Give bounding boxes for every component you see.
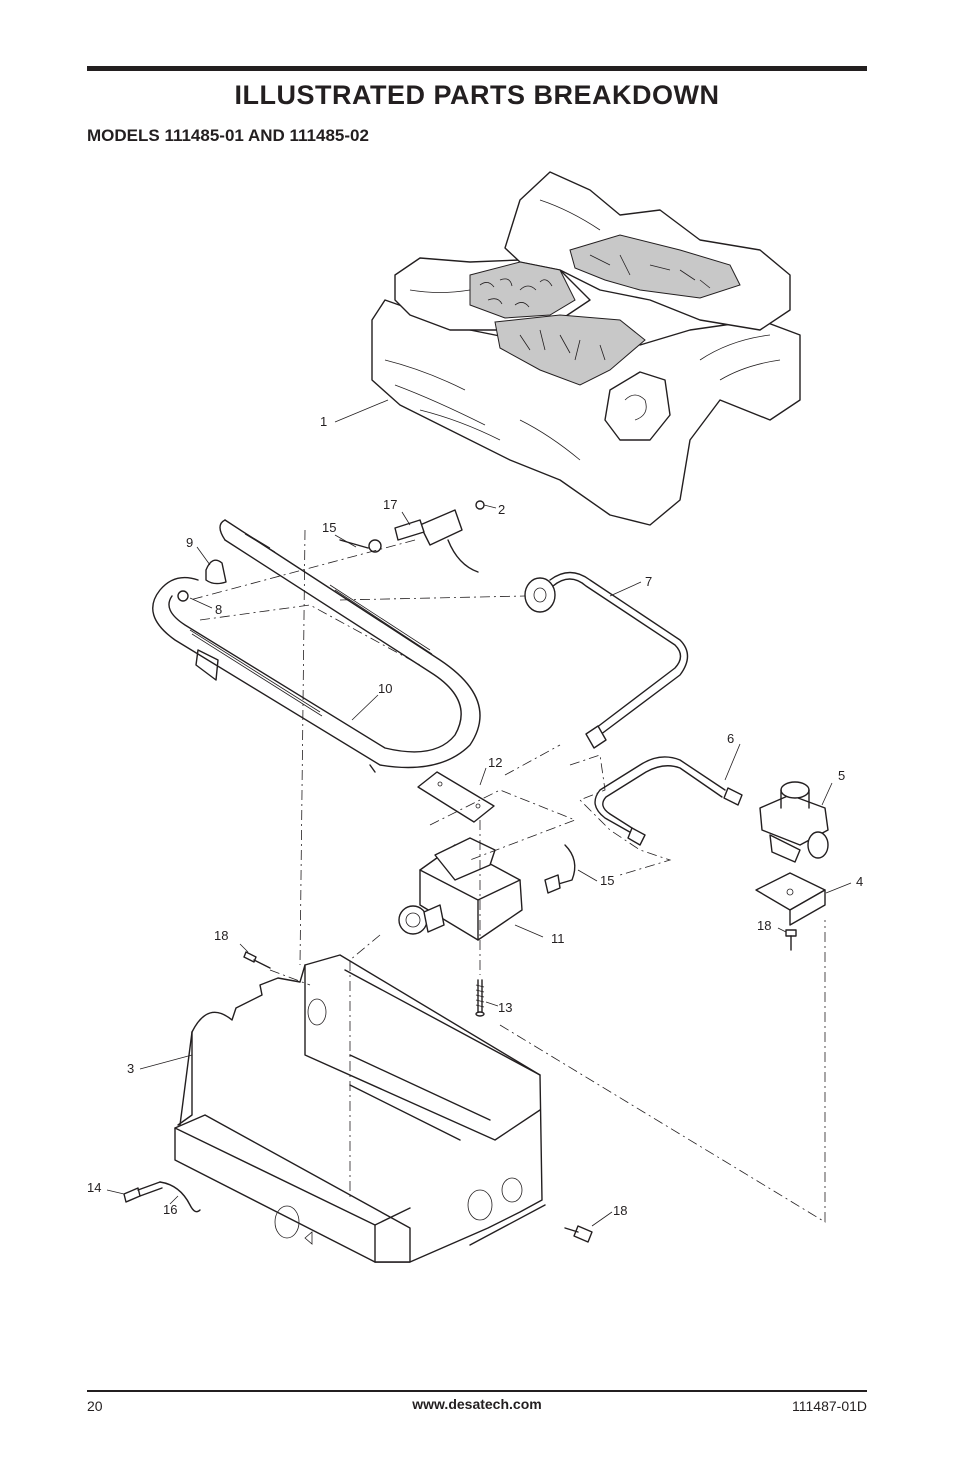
leader-lines <box>106 399 852 1227</box>
callout-4: 4 <box>856 874 863 889</box>
bottom-rule <box>87 1390 867 1392</box>
callout-7: 7 <box>645 574 652 589</box>
callout-2: 2 <box>498 502 505 517</box>
callout-18-right: 18 <box>757 918 771 933</box>
page-number: 20 <box>87 1398 103 1414</box>
document-number: 111487-01D <box>792 1398 867 1414</box>
pilot-tube-drawing <box>524 571 689 749</box>
log-set-drawing <box>371 171 801 526</box>
callout-5: 5 <box>838 768 845 783</box>
callout-15-mid: 15 <box>600 873 614 888</box>
callout-8: 8 <box>215 602 222 617</box>
top-rule <box>87 66 867 71</box>
supply-tube-drawing <box>594 756 743 846</box>
callout-3: 3 <box>127 1061 134 1076</box>
models-heading: MODELS 111485-01 AND 111485-02 <box>87 126 369 145</box>
callout-16: 16 <box>163 1202 177 1217</box>
callout-15-top: 15 <box>322 520 336 535</box>
regulator-drawing <box>759 781 829 863</box>
page-title: ILLUSTRATED PARTS BREAKDOWN <box>234 80 720 110</box>
pilot-assembly-drawing <box>339 500 485 573</box>
gas-valve-drawing <box>398 837 576 941</box>
website-link[interactable]: www.desatech.com <box>412 1396 542 1412</box>
bracket-drawing <box>755 872 826 926</box>
callout-18-bottom: 18 <box>613 1203 627 1218</box>
callout-12: 12 <box>488 755 502 770</box>
callout-11: 11 <box>551 931 565 946</box>
assembly-lines <box>189 529 826 1223</box>
callout-14: 14 <box>87 1180 101 1195</box>
callout-13: 13 <box>498 1000 512 1015</box>
thermocouple-drawing <box>123 1181 201 1213</box>
valve-screw-drawing <box>475 979 485 1017</box>
callout-1: 1 <box>320 414 327 429</box>
parts-diagram: 1 2 17 15 9 8 7 10 6 12 5 15 4 11 18 18 … <box>87 171 863 1263</box>
burner-drawing <box>152 519 481 773</box>
callout-6: 6 <box>727 731 734 746</box>
pilot-shield-drawing <box>177 559 227 602</box>
heat-shield-drawing <box>417 771 495 823</box>
callout-10: 10 <box>378 681 392 696</box>
callout-9: 9 <box>186 535 193 550</box>
callout-17: 17 <box>383 497 397 512</box>
base-box-drawing <box>174 954 546 1263</box>
callout-18-left: 18 <box>214 928 228 943</box>
